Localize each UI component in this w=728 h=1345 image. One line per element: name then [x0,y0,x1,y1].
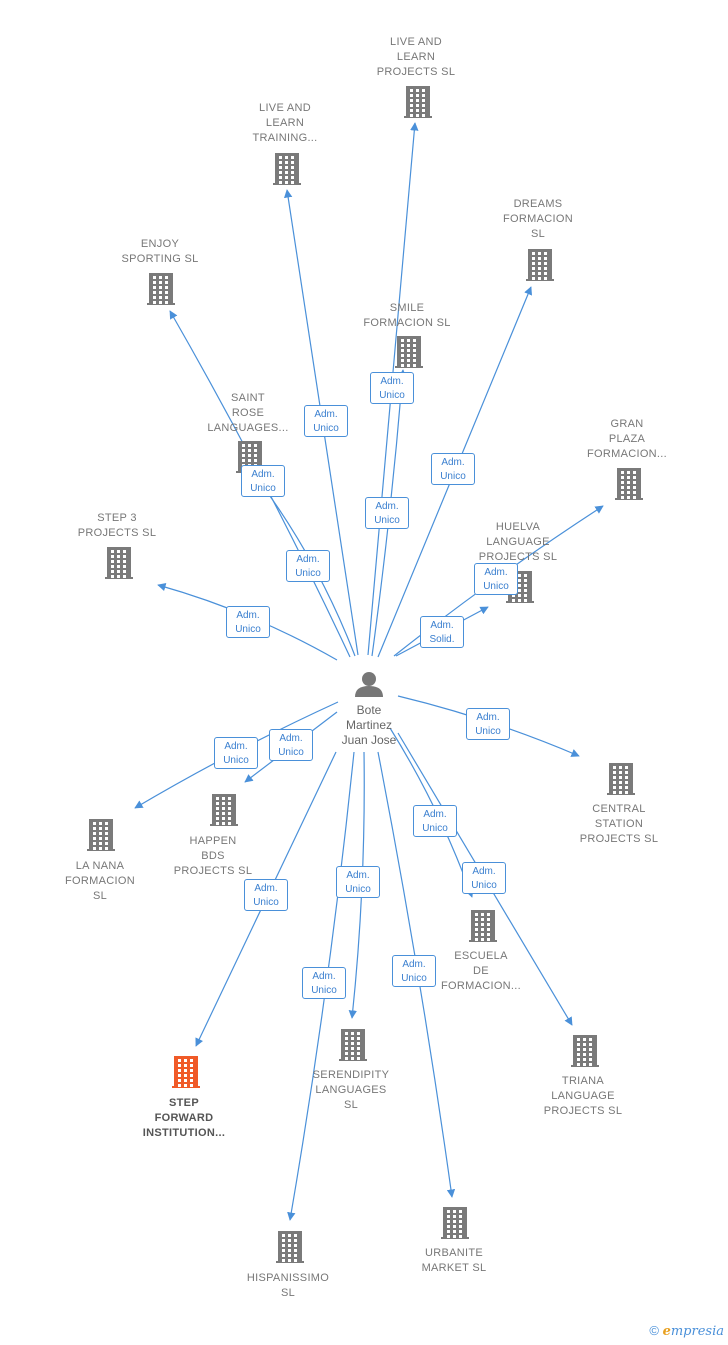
building-icon[interactable] [607,763,635,795]
building-icon[interactable] [526,249,554,281]
role-badge-enjoy-sporting[interactable]: Adm. Unico [241,465,285,497]
company-label-live-learn-projects[interactable]: LIVE AND LEARN PROJECTS SL [376,36,456,78]
role-badge-huelva[interactable]: Adm. Solid. [420,616,464,648]
company-label-enjoy-sporting[interactable]: ENJOY SPORTING SL [121,238,199,265]
empresia-logo[interactable]: empresia [662,1324,724,1339]
building-icon[interactable] [469,910,497,942]
person-icon[interactable] [355,672,383,697]
company-label-saint-rose[interactable]: SAINT ROSE LANGUAGES... [207,392,289,434]
company-label-central-station[interactable]: CENTRAL STATION PROJECTS SL [579,803,659,845]
building-icon[interactable] [105,547,133,579]
role-badge-urbanite[interactable]: Adm. Unico [392,955,436,987]
company-label-urbanite[interactable]: URBANITE MARKET SL [421,1247,487,1274]
company-label-escuela[interactable]: ESCUELA DE FORMACION... [441,950,521,992]
building-icon[interactable] [441,1207,469,1239]
company-label-huelva[interactable]: HUELVA LANGUAGE PROJECTS SL [478,521,558,563]
building-icon[interactable] [339,1029,367,1061]
building-icon[interactable] [615,468,643,500]
building-icon[interactable] [273,153,301,185]
building-icon[interactable] [571,1035,599,1067]
person-label[interactable]: Bote Martinez Juan Jose [341,703,397,747]
company-label-live-learn-training[interactable]: LIVE AND LEARN TRAINING... [252,102,318,144]
building-icon[interactable] [276,1231,304,1263]
building-icon[interactable] [147,273,175,305]
company-label-la-nana[interactable]: LA NANA FORMACION SL [65,860,135,902]
role-badge-live-learn-training[interactable]: Adm. Unico [304,405,348,437]
role-badge-step-forward[interactable]: Adm. Unico [244,879,288,911]
role-badge-live-learn-projects[interactable]: Adm. Unico [370,372,414,404]
role-badge-central-station[interactable]: Adm. Unico [466,708,510,740]
role-badge-saint-rose[interactable]: Adm. Unico [286,550,330,582]
footer-brand: © empresia [649,1323,724,1339]
company-label-step-forward[interactable]: STEP FORWARD INSTITUTION... [142,1097,226,1139]
role-badge-triana[interactable]: Adm. Unico [462,862,506,894]
building-icon[interactable] [172,1056,200,1088]
company-label-triana[interactable]: TRIANA LANGUAGE PROJECTS SL [543,1075,623,1117]
role-badge-hispanissimo[interactable]: Adm. Unico [302,967,346,999]
company-label-hispanissimo[interactable]: HISPANISSIMO SL [246,1272,330,1299]
company-label-gran-plaza[interactable]: GRAN PLAZA FORMACION... [587,418,667,460]
role-badge-la-nana[interactable]: Adm. Unico [214,737,258,769]
edges-layer [134,122,604,1221]
company-label-serendipity[interactable]: SERENDIPITY LANGUAGES SL [312,1069,390,1111]
building-icon[interactable] [210,794,238,826]
company-label-happen-bds[interactable]: HAPPEN BDS PROJECTS SL [173,835,253,877]
company-label-dreams-formacion[interactable]: DREAMS FORMACION SL [503,198,573,240]
role-badge-gran-plaza[interactable]: Adm. Unico [474,563,518,595]
role-badge-step3[interactable]: Adm. Unico [226,606,270,638]
company-label-step3[interactable]: STEP 3 PROJECTS SL [77,512,157,539]
role-badge-smile-formacion[interactable]: Adm. Unico [365,497,409,529]
role-badge-dreams-formacion[interactable]: Adm. Unico [431,453,475,485]
building-icon[interactable] [395,336,423,368]
role-badge-serendipity[interactable]: Adm. Unico [336,866,380,898]
company-label-smile-formacion[interactable]: SMILE FORMACION SL [363,302,451,329]
role-badge-happen-bds[interactable]: Adm. Unico [269,729,313,761]
building-icon[interactable] [404,86,432,118]
role-badge-escuela[interactable]: Adm. Unico [413,805,457,837]
icons-layer [87,86,643,1263]
copyright-icon: © [649,1323,659,1338]
building-icon[interactable] [87,819,115,851]
